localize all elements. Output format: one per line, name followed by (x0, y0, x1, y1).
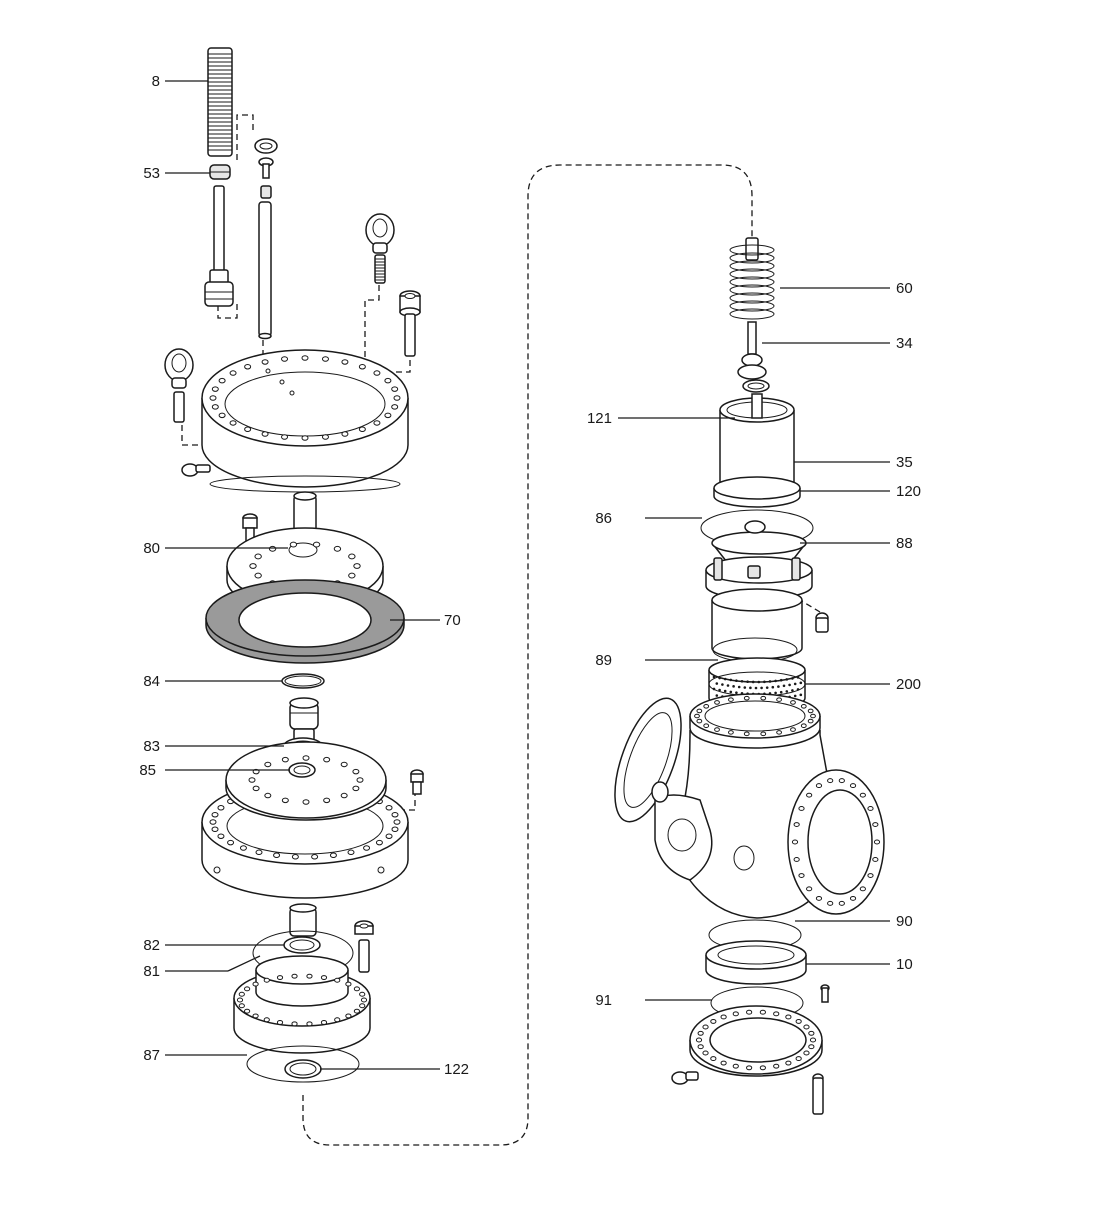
bottom-housing (233, 955, 371, 1054)
assembly-path-eyebolt-right (364, 285, 380, 378)
part-34-seal (737, 353, 770, 393)
part-53-nut (209, 164, 231, 180)
part-87-oring (246, 1045, 360, 1083)
leader-lines (165, 80, 890, 1070)
assembly-path-left-to-right (302, 164, 753, 1146)
label-120: 120 (896, 483, 921, 500)
label-121: 121 (587, 410, 612, 427)
screw-10-right (820, 984, 830, 1003)
label-89: 89 (595, 652, 612, 669)
stud-and-nut-right (354, 920, 374, 973)
label-87: 87 (143, 1047, 160, 1064)
part-84-oring (281, 673, 325, 689)
top-cover-flange (201, 349, 409, 493)
label-80: 80 (143, 540, 160, 557)
screw-side-right (815, 612, 829, 633)
assembly-path-rod (236, 114, 254, 160)
label-35: 35 (896, 454, 913, 471)
middle-top-plate (225, 741, 387, 821)
label-8: 8 (152, 73, 160, 90)
bolt-bottom-left (671, 1071, 699, 1085)
spindle-with-fitting (204, 185, 234, 307)
label-60: 60 (896, 280, 913, 297)
label-122: 122 (444, 1061, 469, 1078)
label-84: 84 (143, 673, 160, 690)
label-83: 83 (143, 738, 160, 755)
shaft-lower (289, 903, 317, 937)
part-10-seat-ring (705, 940, 807, 985)
part-8-threaded-stud (207, 47, 233, 157)
label-86: 86 (595, 510, 612, 527)
label-82: 82 (143, 937, 160, 954)
bolt-bottom-right (812, 1073, 824, 1115)
main-valve-body (614, 693, 885, 919)
assembly-path-screw-mid (400, 790, 416, 811)
bottom-flange (689, 1005, 823, 1077)
eyebolt-left (164, 348, 194, 423)
long-rod (258, 201, 272, 340)
label-85: 85 (139, 762, 156, 779)
part-70-diaphragm (205, 579, 405, 664)
callout-labels: 8 53 80 70 84 83 85 82 81 87 122 60 34 1… (139, 73, 921, 1078)
label-200: 200 (896, 676, 921, 693)
assembly-path-rod-lower (217, 300, 238, 319)
screw-mid-right (410, 769, 424, 795)
label-88: 88 (896, 535, 913, 552)
part-60-spring (729, 237, 775, 355)
part-82-oring (283, 936, 321, 954)
label-91: 91 (595, 992, 612, 1009)
small-pin-and-oring (254, 138, 278, 199)
label-53: 53 (143, 165, 160, 182)
label-70: 70 (444, 612, 461, 629)
lower-cylinder (711, 588, 803, 660)
part-122-oring (284, 1059, 322, 1079)
label-10: 10 (896, 956, 913, 973)
eyebolt-right (365, 213, 395, 284)
small-bolt-left (181, 463, 211, 477)
label-34: 34 (896, 335, 913, 352)
part-120-ring (713, 476, 801, 508)
label-81: 81 (143, 963, 160, 980)
label-90: 90 (896, 913, 913, 930)
cap-screw-right (399, 290, 421, 357)
shaft-grooved (289, 697, 319, 744)
